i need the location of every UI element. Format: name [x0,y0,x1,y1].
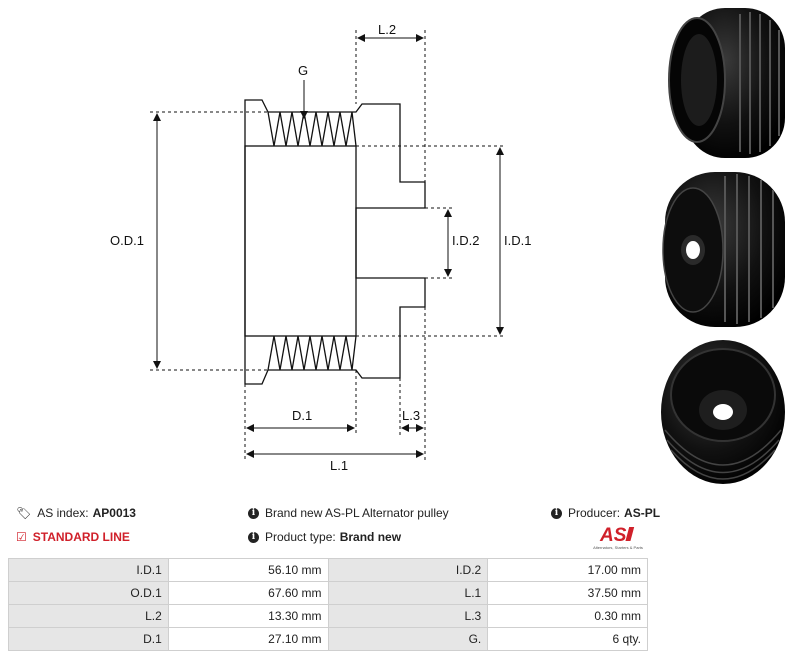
producer-value: AS-PL [624,506,661,520]
spec-value: 17.00 mm [487,558,648,582]
producer-row: i Producer: AS-PL [551,506,660,520]
spec-value: 27.10 mm [167,627,329,651]
as-logo-mark: AS [599,525,635,544]
bottom-grooves [267,335,357,371]
label-l2: L.2 [378,22,396,37]
label-d1: D.1 [292,408,312,423]
standard-line-row: ☑ STANDARD LINE [16,530,130,544]
brand-text: Brand new AS-PL Alternator pulley [265,506,449,520]
product-type-value: Brand new [339,530,402,544]
label-l1: L.1 [330,458,348,473]
spec-key: I.D.1 [8,558,169,582]
checkbox-icon: ☑ [16,530,27,544]
producer-label: Producer: [568,506,621,520]
svg-text:AS: AS [599,525,627,544]
standard-line-label: STANDARD LINE [32,530,130,544]
spec-key: D.1 [8,627,169,651]
label-g: G [298,63,308,78]
spec-key: L.1 [327,581,489,605]
as-index-value: AP0013 [92,506,136,520]
spec-value: 67.60 mm [167,581,329,605]
top-grooves [267,111,357,147]
brand-row: i Brand new AS-PL Alternator pulley [248,506,453,520]
as-index-label: AS index: [37,506,89,520]
product-photos [661,8,785,484]
spec-value: 56.10 mm [167,558,329,582]
info-circle-icon: i [248,507,259,519]
hub-body [244,145,357,337]
info-circle-icon: i [248,531,259,543]
logo-tagline: Alternators, Starters & Parts [593,545,643,550]
spec-value: 6 qty. [487,627,648,651]
label-od1: O.D.1 [110,233,144,248]
spec-key: L.2 [8,604,169,628]
spec-key: L.3 [327,604,489,628]
label-id2: I.D.2 [452,233,479,248]
pulley-technical-drawing: G L.2 O.D.1 I.D.1 I.D.2 D.1 L.3 L.1 [110,22,531,473]
spec-value: 37.50 mm [487,581,648,605]
as-pl-logo: AS Alternators, Starters & Parts [586,524,650,552]
spec-key: G. [327,627,489,651]
spec-key: I.D.2 [327,558,489,582]
pulley-photo-back [661,340,785,484]
product-type-label: Product type: [265,530,336,544]
spec-value: 0.30 mm [487,604,648,628]
info-circle-icon: i [551,507,562,519]
label-id1: I.D.1 [504,233,531,248]
pulley-photo-side [668,8,785,158]
tags-icon: 🏷︎ [16,506,32,520]
as-index-row: 🏷︎ AS index: AP0013 [16,506,136,520]
spec-key: O.D.1 [8,581,169,605]
label-l3: L.3 [402,408,420,423]
pulley-photo-front [662,172,785,327]
product-type-row: i Product type: Brand new [248,530,401,544]
spec-value: 13.30 mm [167,604,329,628]
